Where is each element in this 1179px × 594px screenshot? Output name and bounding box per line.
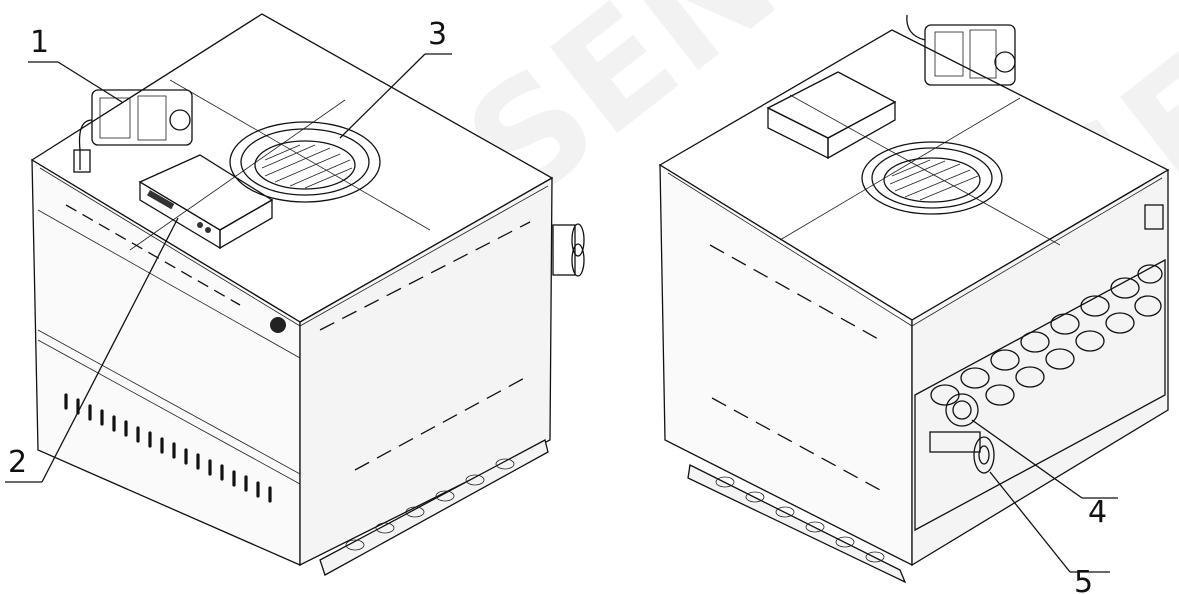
control-box-left bbox=[138, 154, 274, 250]
base-openings-left bbox=[345, 458, 515, 551]
heat-exchanger-sections bbox=[914, 258, 1166, 532]
callout-4: 4 bbox=[971, 419, 1118, 530]
supply-flange bbox=[929, 431, 995, 474]
callout-5: 5 bbox=[989, 471, 1110, 594]
flue-outlet-left bbox=[229, 121, 381, 203]
boiler-front-view bbox=[30, 13, 585, 576]
side-pipe-flange bbox=[552, 223, 585, 277]
callout-1: 1 bbox=[28, 25, 123, 103]
callout-label-1: 1 bbox=[30, 25, 49, 60]
flue-outlet-right bbox=[861, 141, 1003, 215]
gas-valve-assembly-right bbox=[906, 14, 1016, 86]
base-openings-right bbox=[715, 476, 885, 563]
indicator-knob bbox=[270, 317, 286, 333]
front-vent-slots bbox=[64, 393, 272, 503]
control-box-right bbox=[766, 71, 897, 160]
callout-label-5: 5 bbox=[1074, 565, 1093, 594]
callout-label-3: 3 bbox=[428, 17, 447, 52]
callout-label-4: 4 bbox=[1088, 495, 1107, 530]
boiler-rear-view bbox=[658, 14, 1170, 584]
return-flange bbox=[945, 393, 979, 427]
callout-label-2: 2 bbox=[8, 445, 27, 480]
callout-3: 3 bbox=[339, 17, 452, 139]
power-switch bbox=[1144, 204, 1164, 230]
callout-2: 2 bbox=[5, 217, 179, 483]
gas-valve-assembly-left bbox=[73, 89, 193, 173]
